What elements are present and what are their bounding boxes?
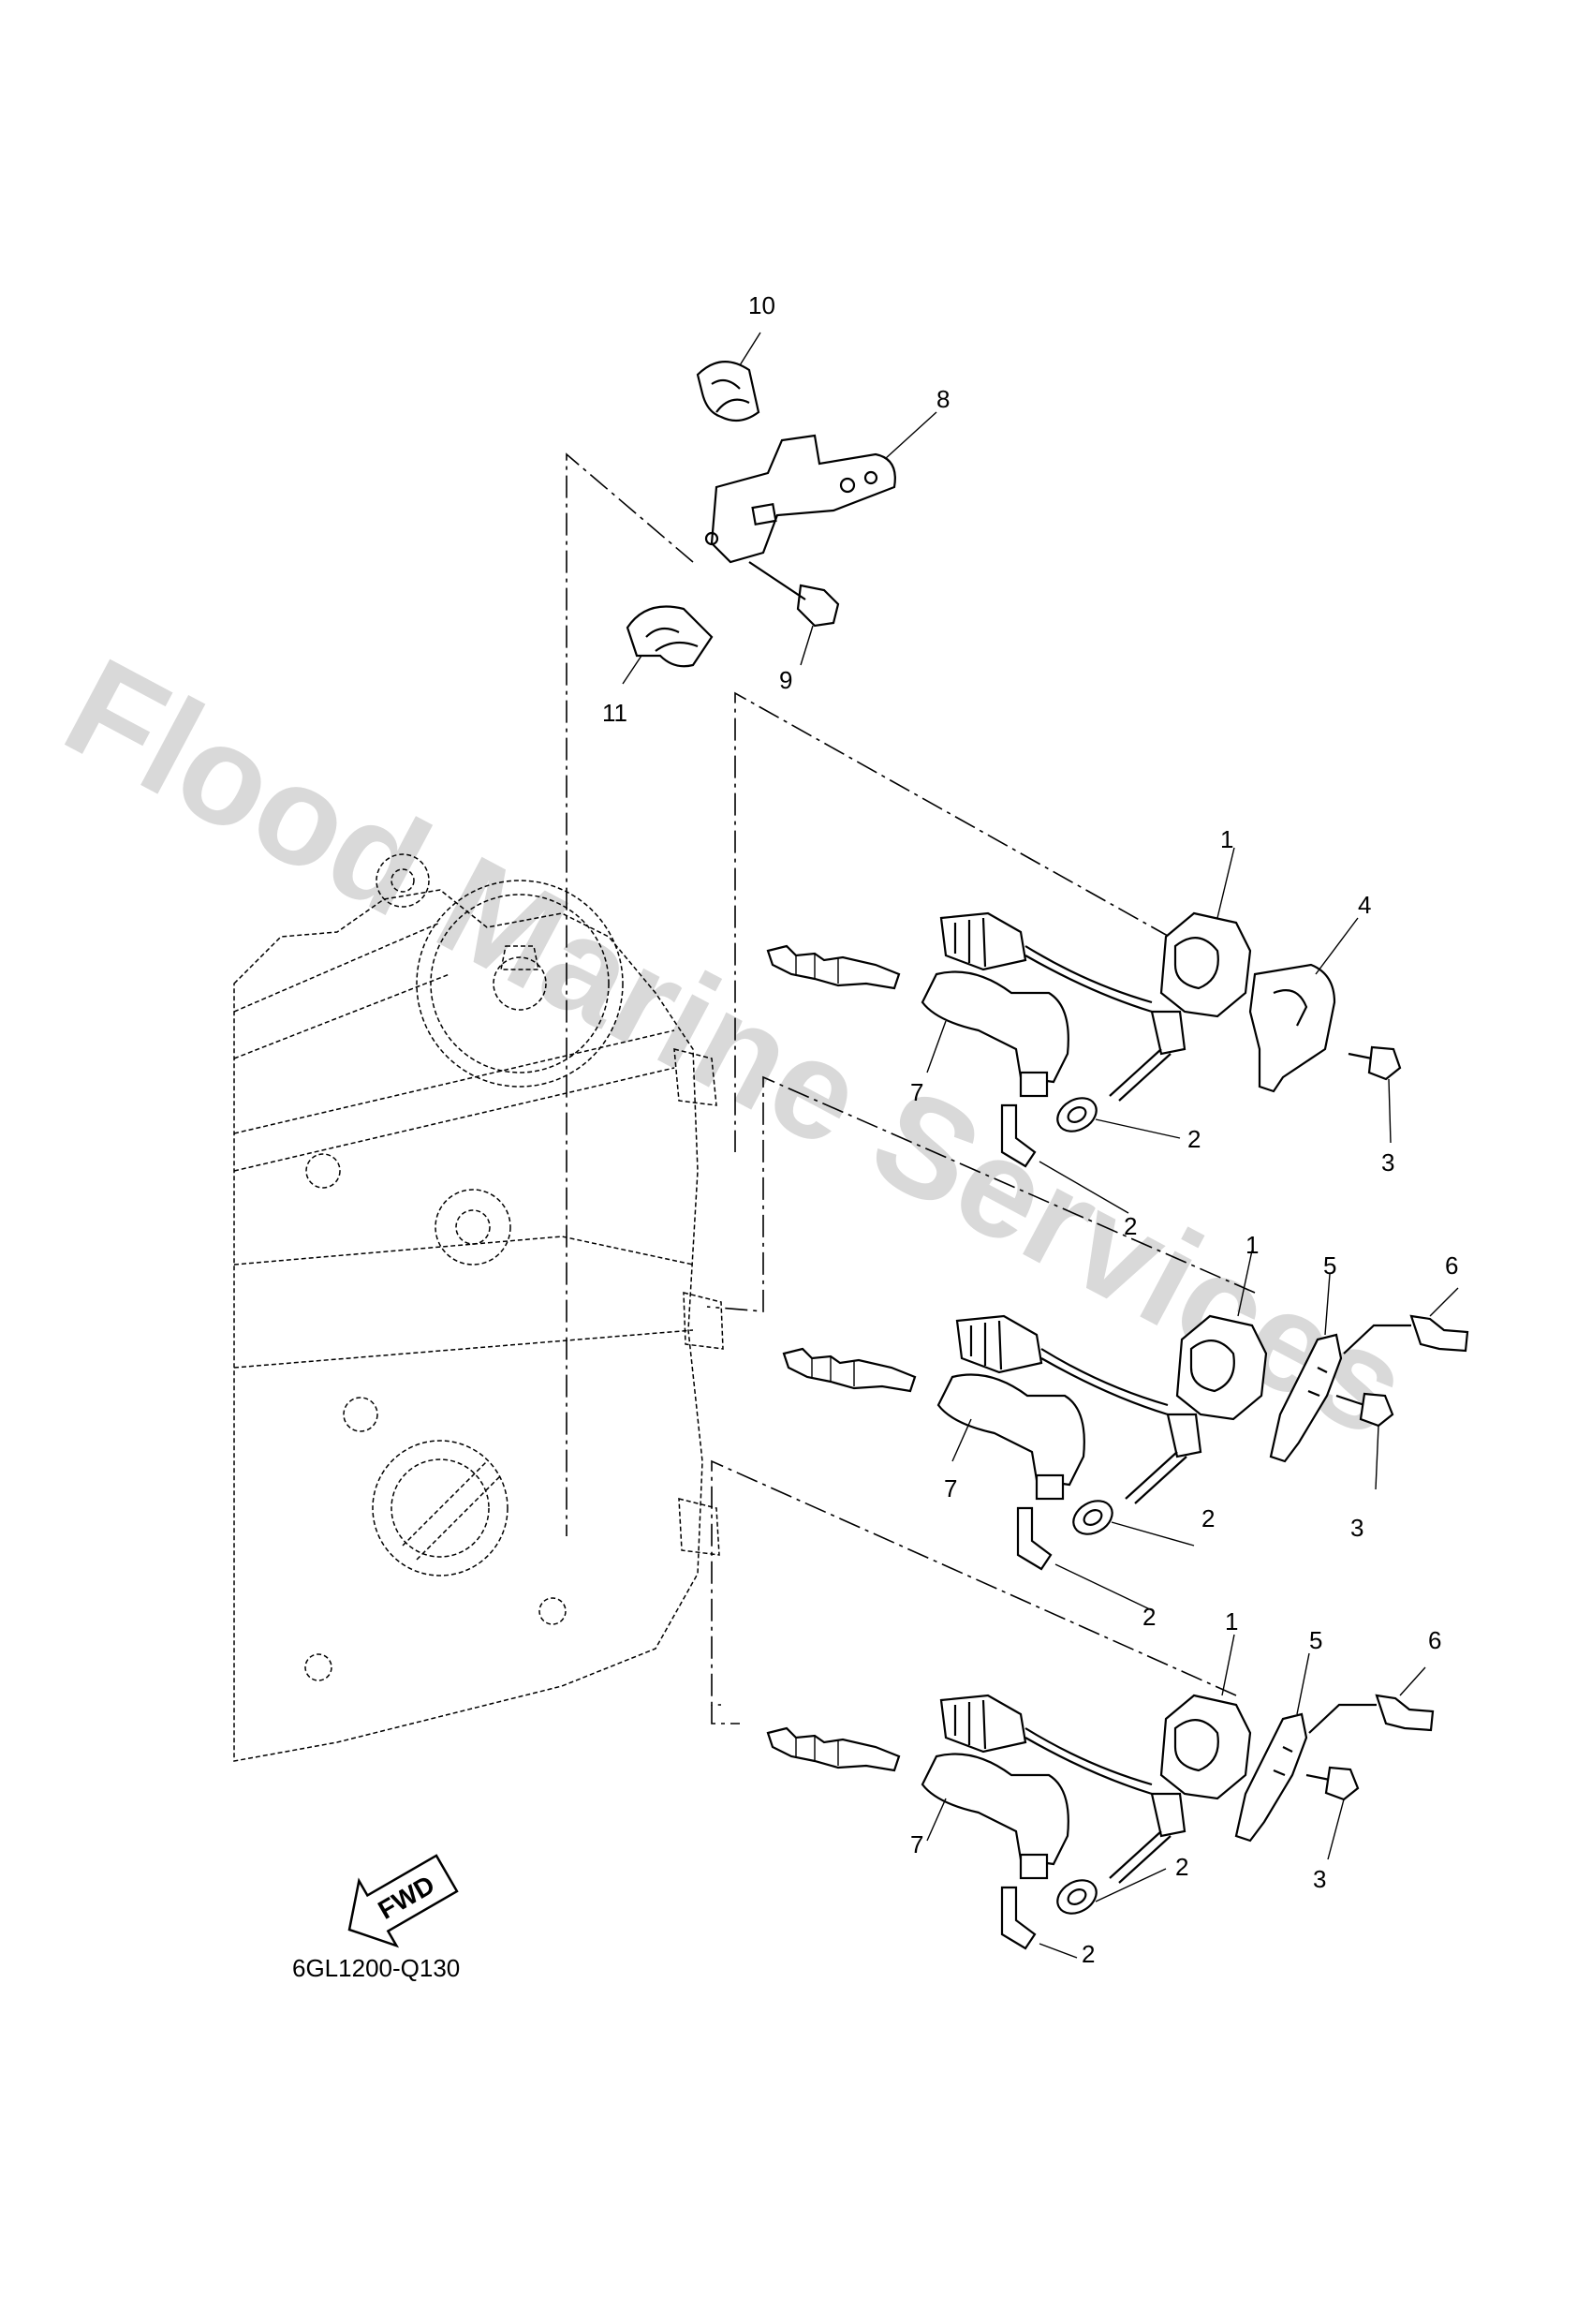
callout-clamp-5-middle: 5	[1323, 1251, 1336, 1280]
seal-2	[1056, 1879, 1098, 1915]
callout-clamp-5-bottom: 5	[1309, 1626, 1322, 1654]
spark-plug	[766, 944, 901, 990]
callout-seal-2-top-a: 2	[1187, 1125, 1201, 1153]
callout-clip-6-middle: 6	[1445, 1251, 1458, 1280]
ignition-coil-1	[1166, 1314, 1268, 1458]
ignition-coil-1	[1150, 911, 1252, 1056]
callout-bolt-3-top: 3	[1381, 1148, 1394, 1177]
connector	[939, 1694, 1027, 1754]
cover-4	[1248, 963, 1336, 1093]
callout-seal-2-top-b: 2	[1124, 1212, 1137, 1240]
ignition-assembly-middle	[782, 1250, 1469, 1612]
seal-2	[1072, 1500, 1113, 1535]
clip-6	[1343, 1314, 1469, 1354]
clamp-5	[1269, 1333, 1343, 1463]
callout-cover-4: 4	[1358, 891, 1371, 919]
connector	[955, 1314, 1043, 1374]
connector	[939, 911, 1027, 971]
callout-seal-2-bottom-a: 2	[1175, 1853, 1188, 1881]
spark-plug	[782, 1347, 917, 1393]
callout-clip-6-bottom: 6	[1428, 1626, 1441, 1654]
callout-8: 8	[936, 385, 950, 413]
clamp-5	[1234, 1712, 1308, 1843]
callout-seal-2-middle-a: 2	[1201, 1504, 1215, 1532]
plug-cap-7	[921, 970, 1069, 1098]
callout-coil-1-bottom: 1	[1225, 1607, 1238, 1636]
ignition-assembly-top	[766, 847, 1402, 1214]
ignition-coil-1	[1150, 1694, 1252, 1838]
callout-11: 11	[602, 699, 627, 727]
callout-bolt-3-bottom: 3	[1313, 1865, 1326, 1893]
callout-10: 10	[748, 291, 775, 319]
callout-seal-2-bottom-b: 2	[1082, 1940, 1095, 1968]
upper-bracket-assembly	[622, 332, 937, 685]
fwd-arrow: FWD	[347, 1854, 459, 1948]
bolt-3	[1348, 1045, 1402, 1081]
seal-2	[1056, 1097, 1098, 1132]
assembly-leaders	[566, 452, 1256, 1724]
harness-clip-10	[696, 361, 760, 422]
bolt-3	[1335, 1392, 1394, 1428]
callout-labels: 10 8 9 11 1 4 3 7 2 2 1 5 6 3 7 2 2 1 5 …	[602, 291, 1458, 1968]
callout-coil-1-top: 1	[1220, 825, 1233, 853]
bolt-3	[1305, 1766, 1360, 1801]
plug-cap-7	[921, 1753, 1069, 1880]
diagram-code: 6GL1200-Q130	[292, 1954, 460, 1982]
ignition-assembly-bottom	[766, 1634, 1435, 1959]
callout-bolt-3-middle: 3	[1350, 1514, 1363, 1542]
engine-block	[233, 853, 724, 1762]
callout-cap-7-middle: 7	[944, 1474, 957, 1502]
callout-seal-2-middle-b: 2	[1142, 1603, 1156, 1631]
plug-cap-7	[936, 1373, 1085, 1501]
callout-coil-1-middle: 1	[1245, 1231, 1259, 1259]
callout-cap-7-bottom: 7	[910, 1830, 923, 1858]
callout-9: 9	[779, 666, 792, 694]
harness-clip-11	[626, 605, 714, 668]
bracket-8	[704, 434, 896, 564]
spark-plug	[766, 1726, 901, 1772]
bolt-9	[748, 561, 840, 628]
clip-6	[1308, 1694, 1435, 1734]
callout-cap-7-top: 7	[910, 1078, 923, 1106]
